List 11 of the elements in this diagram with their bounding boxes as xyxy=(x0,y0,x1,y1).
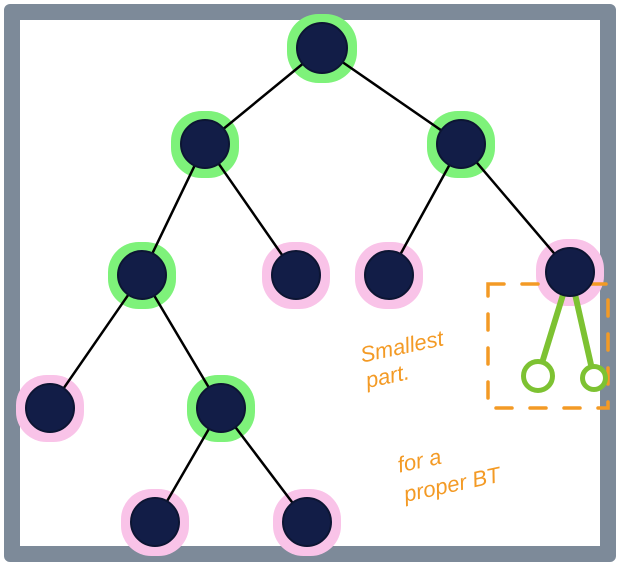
tree-edge xyxy=(154,295,210,388)
tree-edge xyxy=(218,163,283,256)
tree-edge xyxy=(166,428,210,502)
tree-edge xyxy=(223,63,304,130)
tree-edge xyxy=(234,426,294,504)
handwritten-note: Smallest part. xyxy=(358,324,447,394)
handwritten-note: for a proper BT xyxy=(394,442,504,509)
tree-edge xyxy=(476,162,556,254)
tree-edge xyxy=(342,62,442,132)
tree-edge xyxy=(400,164,450,254)
tree-edge xyxy=(62,294,130,389)
